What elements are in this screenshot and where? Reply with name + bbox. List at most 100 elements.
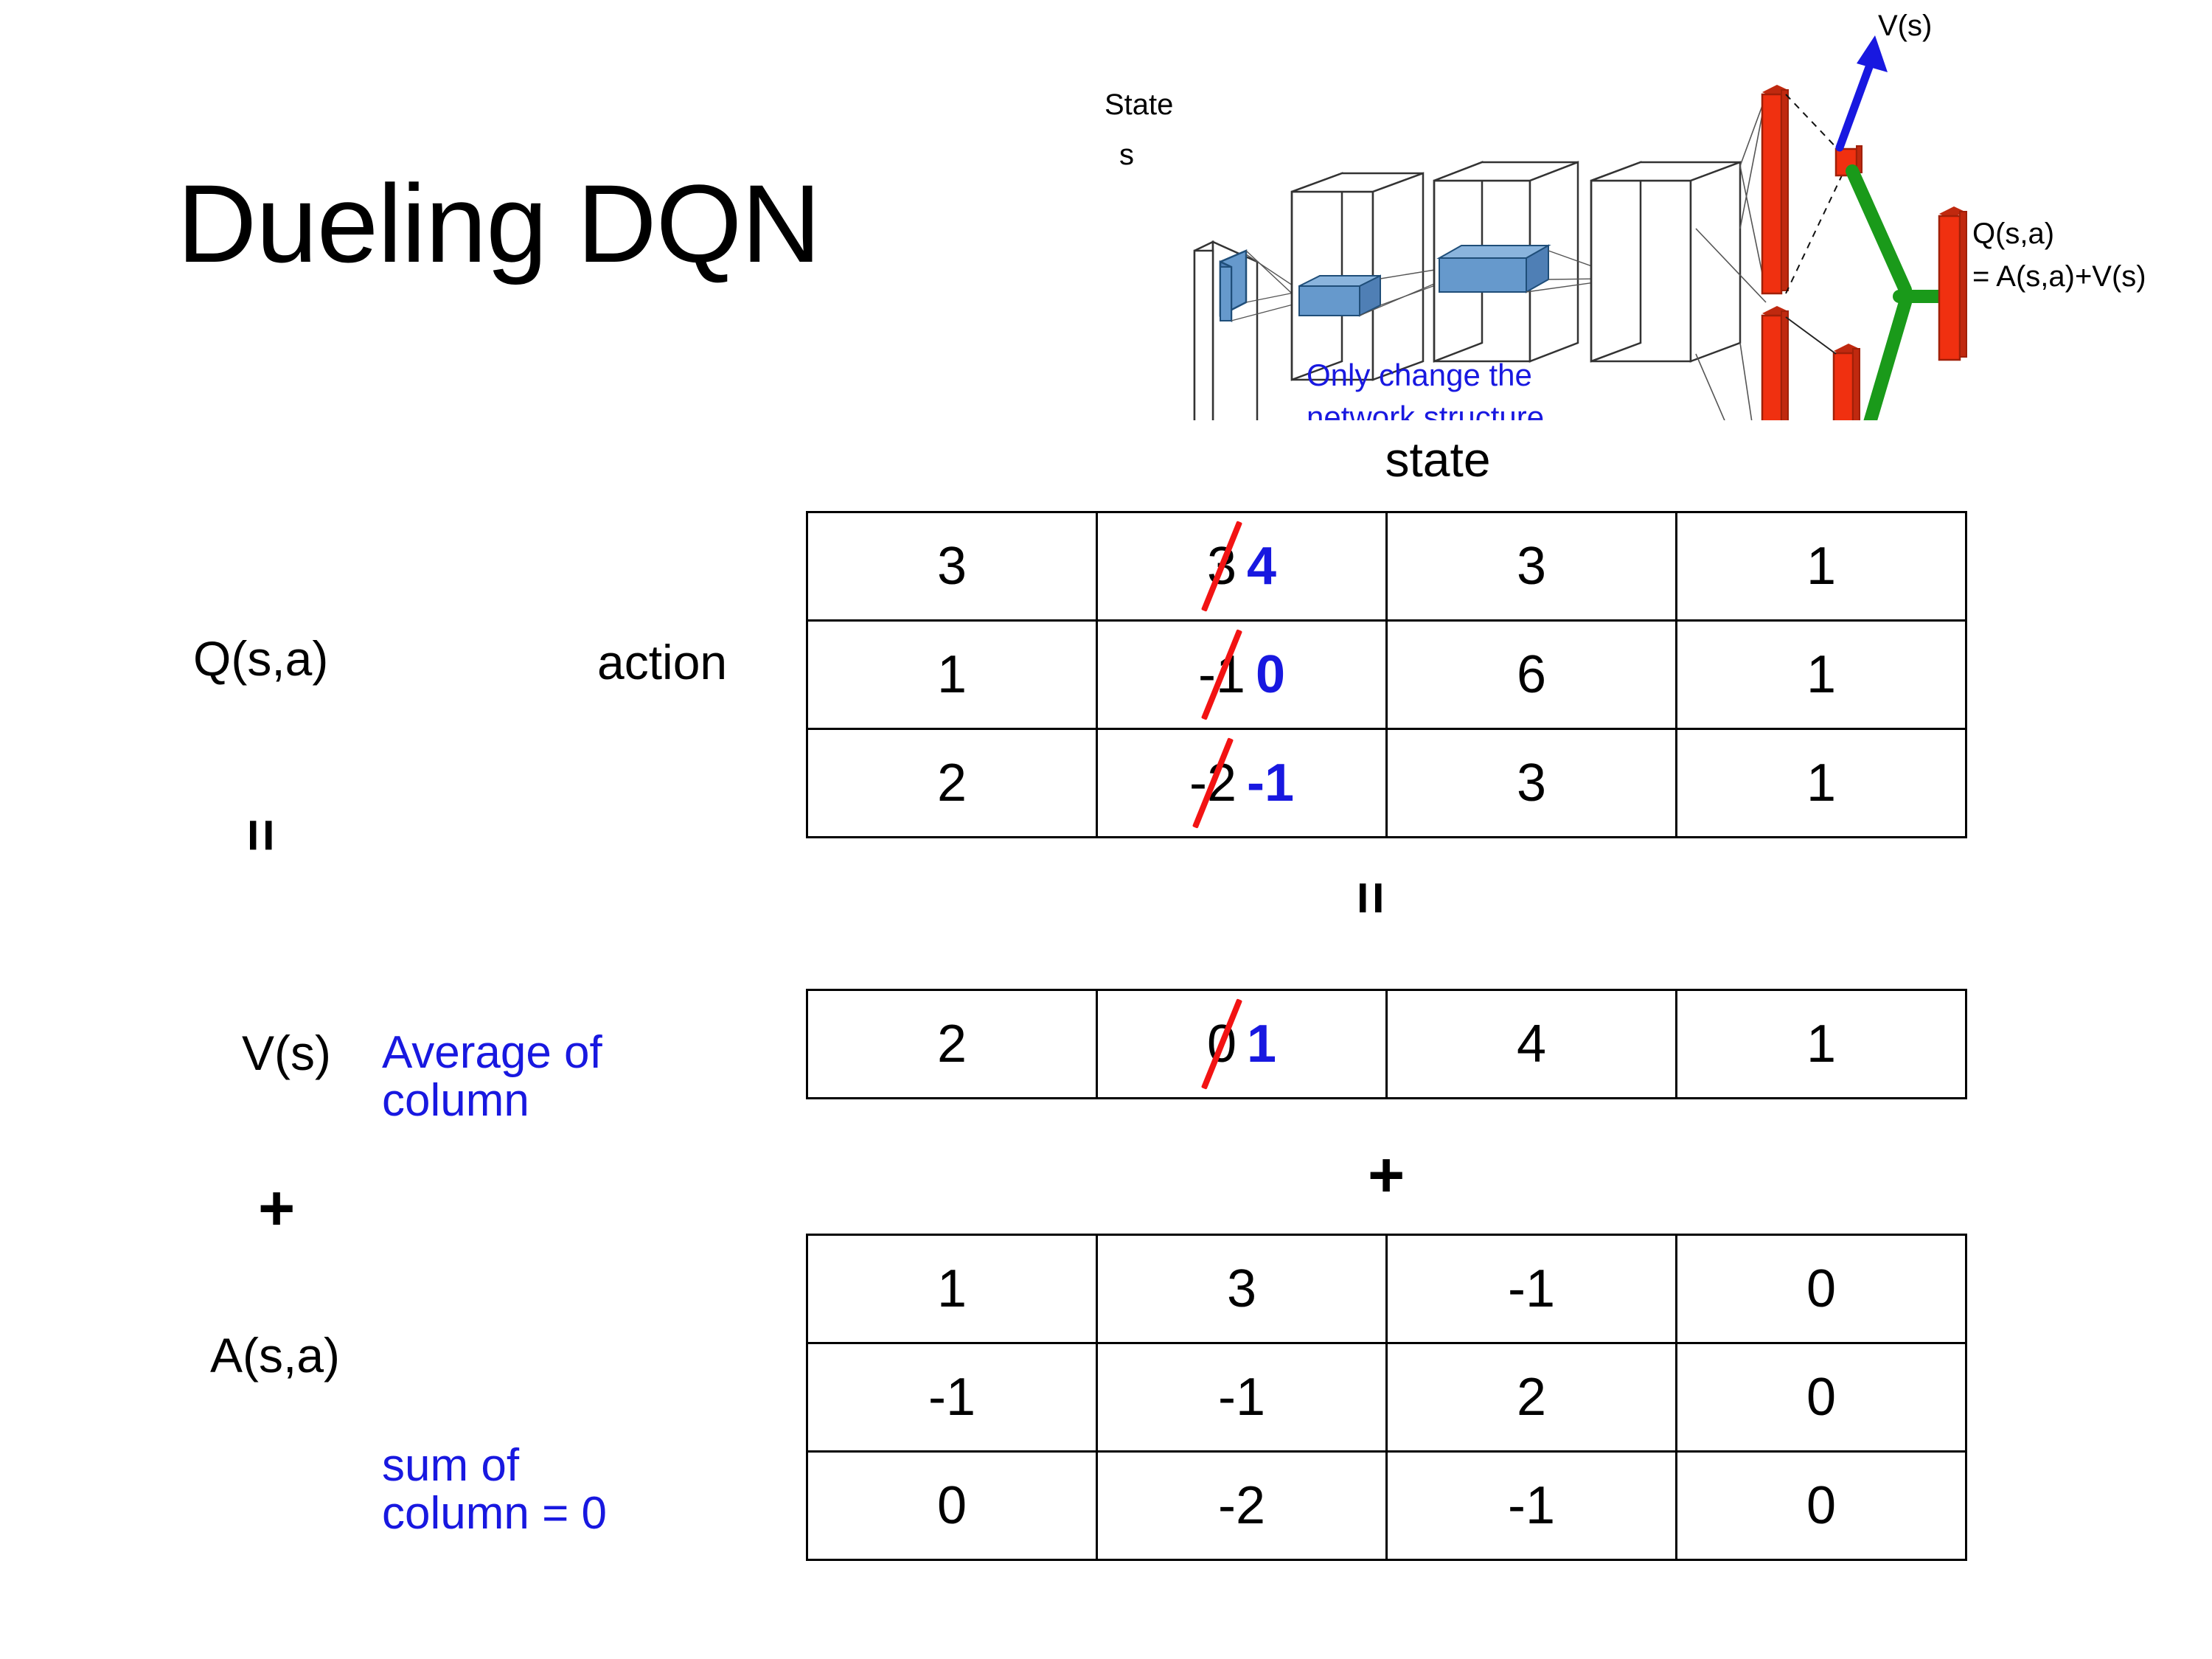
table-cell: 1: [1675, 728, 1967, 838]
table-row: -1 -1 2 0: [806, 1342, 1967, 1453]
diagram-state-label: State: [1105, 88, 1173, 121]
replacement-value: 4: [1247, 537, 1277, 596]
cell-value: 0: [1806, 1368, 1837, 1427]
table-cell: 0: [806, 1450, 1098, 1561]
cell-value: 3: [936, 537, 967, 596]
table-cell: 2: [806, 989, 1098, 1099]
table-row: 2 -2-1 3 1: [806, 728, 1967, 838]
struck-value: -2: [1189, 737, 1237, 829]
cell-content: 4: [1517, 1014, 1546, 1074]
cell-value: 2: [936, 754, 967, 813]
dashed-lines-value: [1785, 94, 1843, 294]
table-cell: 3: [1385, 728, 1677, 838]
a-value-table: 1 3 -1 0 -1 -1 2 0 0 -2 -1 0: [806, 1234, 1967, 1561]
struck-value: 0: [1200, 998, 1243, 1090]
cell-content: 3: [937, 536, 967, 597]
page-title: Dueling DQN: [177, 161, 821, 285]
table-cell: -1: [806, 1342, 1098, 1453]
cell-content: 1: [937, 1259, 967, 1319]
cell-value: 1: [1806, 754, 1837, 813]
cell-value: -1: [1217, 1368, 1266, 1427]
struck-value: -1: [1198, 629, 1245, 720]
table-cell: 1: [1675, 989, 1967, 1099]
fc-bar-upper-icon: [1761, 85, 1789, 295]
advantage-bar-icon: [1832, 344, 1860, 420]
diagram-note-line2: network structure: [1307, 400, 1544, 420]
cell-content: 1: [937, 644, 967, 705]
table-cell: 3: [1096, 1234, 1388, 1344]
plus-operator-left: +: [258, 1173, 296, 1244]
table-cell: 0: [1675, 1342, 1967, 1453]
cell-value: 3: [1226, 1259, 1257, 1318]
table-cell: -2: [1096, 1450, 1388, 1561]
cell-value: 6: [1516, 645, 1547, 704]
table-cell: -1: [1096, 1342, 1388, 1453]
table-cell: 0: [1675, 1450, 1967, 1561]
cell-content: 1: [1806, 536, 1836, 597]
cell-value: 2: [936, 1015, 967, 1074]
table-cell: 0: [1675, 1234, 1967, 1344]
cell-content: 2: [1517, 1367, 1546, 1427]
q-output-bar-icon: [1938, 206, 1967, 361]
green-combine-lines: [1846, 164, 1952, 420]
cell-value: 2: [1516, 1368, 1547, 1427]
table-cell: -2-1: [1096, 728, 1388, 838]
state-axis-label: state: [1385, 432, 1491, 487]
conv-block-3-icon: [1590, 161, 1742, 363]
cell-content: 3: [1517, 536, 1546, 597]
replacement-value: -1: [1247, 754, 1295, 813]
cell-content: 1: [1806, 644, 1836, 705]
table-cell: 3: [806, 511, 1098, 622]
cell-content: 1: [1806, 1014, 1836, 1074]
cell-content: -1: [1508, 1259, 1555, 1319]
a-table-body: 1 3 -1 0 -1 -1 2 0 0 -2 -1 0: [806, 1234, 1967, 1561]
connection-lines-2: [1359, 268, 1440, 316]
cell-value: 3: [1516, 754, 1547, 813]
struck-value: 3: [1200, 521, 1243, 612]
cell-content: 2: [937, 1014, 967, 1074]
cell-content: -2: [1218, 1475, 1265, 1536]
table-cell: 2: [1385, 1342, 1677, 1453]
connection-lines-advantage: [1785, 316, 1837, 355]
strikethrough-mark-icon: [1192, 737, 1234, 829]
strikethrough-mark-icon: [1200, 629, 1243, 720]
cell-content: -1: [1508, 1475, 1555, 1536]
diagram-note-line1: Only change the: [1307, 358, 1532, 392]
table-cell: 1: [806, 1234, 1098, 1344]
cell-value: 0: [1806, 1476, 1837, 1535]
table-cell: -1: [1385, 1450, 1677, 1561]
table-cell: 1: [1675, 511, 1967, 622]
cell-content: 0: [1806, 1475, 1836, 1536]
cell-value: 0: [936, 1476, 967, 1535]
cell-value: -1: [1507, 1476, 1556, 1535]
cell-value: -2: [1217, 1476, 1266, 1535]
table-row: 1 3 -1 0: [806, 1234, 1967, 1344]
cell-content: 3: [1517, 753, 1546, 813]
cell-content: -1: [1218, 1367, 1265, 1427]
table-cell: 6: [1385, 619, 1677, 730]
equals-operator-left: =: [229, 818, 294, 852]
strikethrough-mark-icon: [1200, 998, 1243, 1090]
fc-bar-lower-icon: [1761, 306, 1789, 420]
cell-value: -1: [1507, 1259, 1556, 1318]
cell-content: 6: [1517, 644, 1546, 705]
table-cell: 1: [806, 619, 1098, 730]
cell-content: 0: [1806, 1259, 1836, 1319]
equals-operator-middle: =: [1339, 881, 1404, 915]
cell-value: 1: [936, 1259, 967, 1318]
replacement-value: 1: [1247, 1015, 1277, 1074]
replacement-value: 0: [1255, 645, 1286, 704]
cell-value: 0: [1806, 1259, 1837, 1318]
table-cell: -1: [1385, 1234, 1677, 1344]
cell-content: 2: [937, 753, 967, 813]
v-table-label: V(s): [242, 1026, 331, 1080]
